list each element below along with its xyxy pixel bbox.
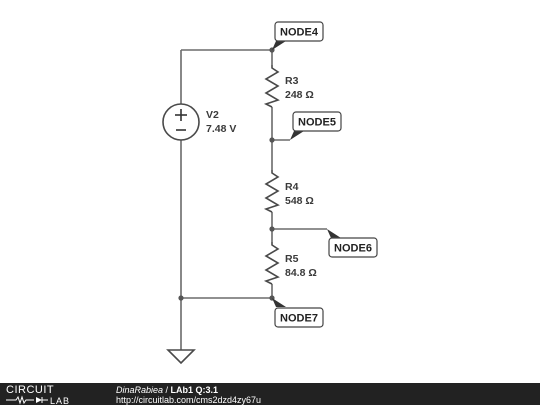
r3-name-label: R3 xyxy=(285,75,299,87)
ground-icon xyxy=(166,349,196,365)
footer-separator: / xyxy=(163,385,171,395)
logo-diode-icon xyxy=(36,397,42,403)
footer-bar: CIRCUIT LAB DinaRabiea / LAb1 Q:3.1 http… xyxy=(0,383,540,405)
node7-box xyxy=(274,307,324,328)
resistor-r3-zigzag xyxy=(263,65,280,108)
resistor-r4[interactable]: R4 548 Ω xyxy=(263,170,314,213)
circuitlab-logo[interactable]: CIRCUIT LAB xyxy=(6,383,106,405)
resistor-r4-zigzag xyxy=(263,170,280,213)
junction-node5 xyxy=(269,137,275,143)
resistor-r5[interactable]: R5 84.8 Ω xyxy=(263,242,317,285)
footer-author-link[interactable]: DinaRabiea xyxy=(116,385,164,395)
node4-text: NODE4 xyxy=(280,27,319,39)
logo-resistor-icon xyxy=(6,395,34,405)
node6-flag-icon xyxy=(327,229,341,238)
junctions xyxy=(178,47,275,301)
node5-flag-icon xyxy=(290,131,304,140)
logo-bottom-text: LAB xyxy=(50,396,70,405)
node4-box xyxy=(274,21,324,42)
node-label-node5[interactable]: NODE5 xyxy=(290,111,342,140)
node5-text: NODE5 xyxy=(298,117,336,129)
node5-box xyxy=(292,111,342,132)
r5-value-label: 84.8 Ω xyxy=(285,267,317,279)
r5-name-label: R5 xyxy=(285,253,299,265)
v2-name-label: V2 xyxy=(206,109,219,121)
node7-text: NODE7 xyxy=(280,313,318,325)
junction-ground xyxy=(178,295,184,301)
v2-value-label: 7.48 V xyxy=(206,123,236,135)
node-label-node4[interactable]: NODE4 xyxy=(272,21,324,50)
node6-box xyxy=(328,237,378,258)
node-label-node7[interactable]: NODE7 xyxy=(272,298,324,328)
node7-flag-icon xyxy=(272,298,286,307)
node6-text: NODE6 xyxy=(334,243,372,255)
footer-circuit-title[interactable]: LAb1 Q:3.1 xyxy=(170,385,219,395)
r4-name-label: R4 xyxy=(285,181,299,193)
junction-node6 xyxy=(269,226,275,232)
voltage-source-body xyxy=(162,103,200,141)
node-label-node6[interactable]: NODE6 xyxy=(327,229,378,258)
resistor-r3[interactable]: R3 248 Ω xyxy=(263,65,314,108)
node4-flag-icon xyxy=(272,41,286,50)
r4-value-label: 548 Ω xyxy=(285,195,314,207)
footer-url-link[interactable]: http://circuitlab.com/cms2dzd4zy67u xyxy=(116,395,262,405)
resistor-r5-zigzag xyxy=(263,242,280,285)
footer-credit: DinaRabiea / LAb1 Q:3.1 xyxy=(116,385,218,395)
voltage-source-v2[interactable]: V2 7.48 V xyxy=(162,103,236,141)
r3-value-label: 248 Ω xyxy=(285,89,314,101)
logo-top-text: CIRCUIT xyxy=(6,384,54,396)
circuit-schematic: V2 7.48 V R3 248 Ω R4 548 Ω R5 84.8 Ω xyxy=(162,21,378,365)
